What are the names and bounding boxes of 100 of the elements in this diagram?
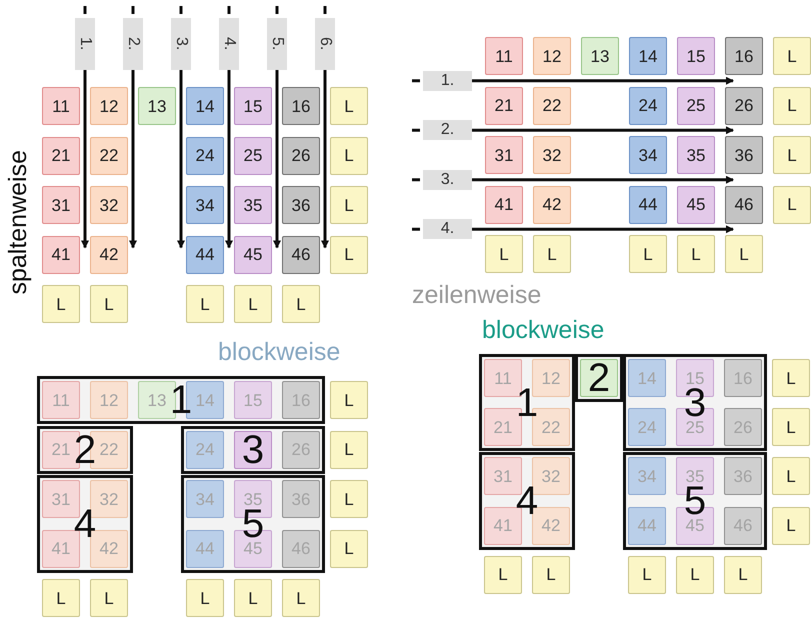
matrix-cell: 25	[677, 86, 715, 124]
matrix-cell: 35	[234, 186, 272, 224]
matrix-cell: L	[773, 86, 811, 124]
matrix-cell: 36	[725, 136, 763, 174]
step-tag: 2.	[123, 18, 143, 70]
matrix-cell: L	[330, 430, 368, 468]
matrix-cell: 34	[628, 457, 666, 496]
matrix-cell: L	[330, 136, 368, 174]
matrix-cell: L	[90, 285, 128, 323]
matrix-cell: 21	[485, 86, 523, 124]
matrix-cell: L	[724, 556, 762, 594]
matrix-cell: 12	[90, 87, 128, 125]
matrix-cell: L	[282, 579, 320, 617]
matrix-cell: 32	[532, 457, 570, 496]
arrow	[225, 70, 233, 248]
matrix-cell: 32	[533, 136, 571, 174]
matrix-cell: 22	[533, 86, 571, 124]
matrix-cell: 31	[42, 186, 80, 224]
matrix-cell: L	[772, 506, 810, 545]
matrix-cell: 26	[282, 136, 320, 174]
matrix-cell: 31	[484, 457, 522, 496]
matrix-cell: 24	[186, 136, 224, 174]
block-frame	[37, 426, 133, 474]
matrix-cell: L	[773, 136, 811, 174]
matrix-cell: 22	[90, 136, 128, 174]
block-frame	[37, 475, 133, 572]
matrix-cell: 11	[485, 37, 523, 75]
matrix-cell: 44	[628, 506, 666, 545]
panel-title: spaltenweise	[6, 150, 31, 295]
block-frame	[37, 376, 325, 424]
matrix-cell: L	[773, 37, 811, 75]
matrix-cell: L	[330, 87, 368, 125]
matrix-cell: 13	[138, 87, 176, 125]
arrow	[321, 70, 329, 248]
matrix-cell: L	[772, 359, 810, 397]
block-frame	[479, 354, 575, 452]
matrix-cell: 34	[186, 480, 224, 518]
matrix-cell: 44	[186, 236, 224, 274]
matrix-cell: 14	[186, 87, 224, 125]
step-tag: 3.	[423, 170, 472, 190]
matrix-cell: 42	[90, 236, 128, 274]
matrix-cell: L	[282, 285, 320, 323]
matrix-cell: 16	[282, 87, 320, 125]
step-tag: 5.	[267, 18, 287, 70]
panel-title: blockweise	[482, 318, 604, 343]
matrix-cell: 41	[42, 236, 80, 274]
matrix-cell: 46	[725, 186, 763, 224]
matrix-cell: L	[773, 186, 811, 224]
step-tag: 2.	[423, 120, 472, 140]
matrix-cell: 12	[90, 381, 128, 419]
matrix-cell: L	[532, 556, 570, 594]
matrix-cell: 41	[484, 506, 522, 545]
matrix-cell: 41	[485, 186, 523, 224]
matrix-cell: L	[772, 457, 810, 496]
matrix-cell: 45	[677, 186, 715, 224]
matrix-cell: L	[484, 556, 522, 594]
matrix-cell: 26	[725, 86, 763, 124]
arrow	[472, 225, 734, 234]
matrix-cell: 15	[677, 37, 715, 75]
matrix-cell: 34	[186, 186, 224, 224]
step-tag: 6.	[315, 18, 335, 70]
matrix-cell: L	[628, 556, 666, 594]
matrix-cell: L	[186, 285, 224, 323]
matrix-cell: L	[676, 556, 714, 594]
block-frame	[623, 452, 767, 550]
matrix-cell: 15	[234, 381, 272, 419]
arrow	[472, 176, 734, 184]
matrix-cell: L	[330, 186, 368, 224]
matrix-cell: L	[772, 408, 810, 446]
matrix-cell: L	[330, 236, 368, 274]
arrow	[273, 70, 281, 248]
step-tag: 1.	[423, 70, 472, 91]
arrow	[472, 126, 734, 134]
matrix-cell: 11	[42, 87, 80, 125]
matrix-cell: 46	[282, 236, 320, 274]
matrix-cell: L	[42, 285, 80, 323]
matrix-cell: 44	[186, 530, 224, 568]
step-tag: 1.	[75, 18, 95, 70]
matrix-cell: 11	[42, 381, 80, 419]
matrix-cell: 32	[90, 186, 128, 224]
arrow	[177, 70, 185, 248]
block-frame	[181, 475, 325, 572]
matrix-cell: 42	[533, 186, 571, 224]
step-tag: 3.	[171, 18, 191, 70]
matrix-cell: 15	[234, 87, 272, 125]
matrix-cell: L	[186, 579, 224, 617]
arrow	[81, 70, 89, 248]
matrix-cell: 24	[629, 86, 667, 124]
matrix-cell: L	[485, 235, 523, 273]
matrix-cell: L	[42, 579, 80, 617]
matrix-cell: L	[330, 381, 368, 419]
matrix-cell: L	[330, 480, 368, 518]
arrow	[129, 70, 137, 248]
step-tag: 4.	[423, 219, 472, 240]
matrix-cell: 36	[282, 186, 320, 224]
matrix-cell: L	[234, 285, 272, 323]
matrix-cell: 41	[42, 530, 80, 568]
matrix-cell: 32	[90, 480, 128, 518]
matrix-cell: 24	[186, 430, 224, 468]
matrix-cell: 3	[234, 430, 272, 468]
